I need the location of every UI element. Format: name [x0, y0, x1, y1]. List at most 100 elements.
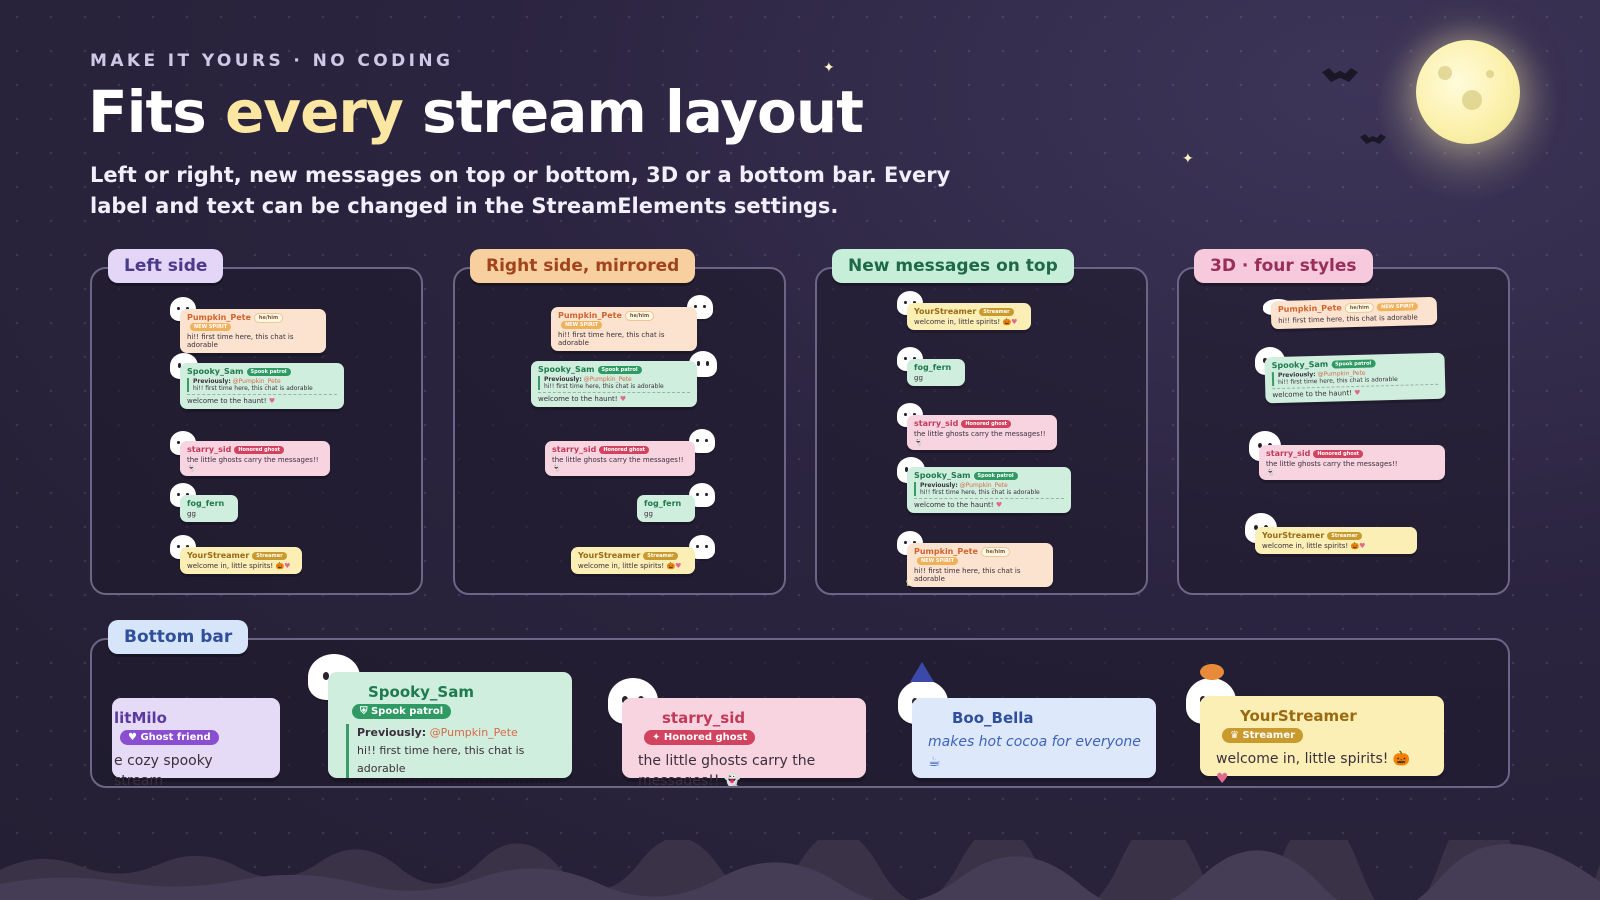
message-text: hi!! first time here, this chat is adora…	[914, 567, 1021, 583]
username: fog_fern	[914, 363, 952, 372]
witch-hat-icon	[910, 662, 934, 682]
role-badge: Streamer	[252, 552, 287, 560]
ground-hills	[0, 840, 1600, 900]
chat-message: starry_sid✦ Honored ghost the little gho…	[622, 698, 866, 786]
heart-icon: ♥	[675, 562, 682, 570]
ghost-emote-icon: 👻	[914, 438, 923, 446]
page-subtitle: Left or right, new messages on top or bo…	[90, 163, 951, 218]
moon-icon	[1416, 40, 1520, 144]
message-text: makes hot cocoa for everyone	[928, 734, 1141, 750]
username: litMilo	[114, 709, 167, 727]
username: starry_sid	[552, 445, 597, 454]
username: starry_sid	[1266, 449, 1311, 458]
message-text: welcome to the haunt!	[538, 395, 618, 403]
role-badge: ✦ Honored ghost	[644, 730, 756, 745]
heart-icon: ♥	[1359, 542, 1366, 550]
pumpkin-icon: 🎃	[275, 562, 285, 570]
role-badge: Spook patrol	[973, 472, 1018, 480]
reply-mention: @Pumpkin_Pete	[429, 726, 518, 739]
role-badge: ♥ Ghost friend	[120, 730, 219, 745]
role-badge: NEW SPIRIT	[1376, 302, 1419, 312]
username: Spooky_Sam	[187, 367, 244, 376]
message-text: the little ghosts carry the messages!!	[187, 456, 319, 464]
username: YourStreamer	[1262, 531, 1325, 540]
tab-3d-styles: 3D · four styles	[1194, 249, 1373, 283]
title-pre: Fits	[88, 78, 225, 146]
shield-icon: ⛨	[360, 706, 368, 717]
role-badge: Spook patrol	[1331, 359, 1376, 369]
heart-icon: ♥	[1354, 388, 1361, 398]
role-badge: NEW SPIRIT	[917, 557, 959, 565]
chat-message: YourStreamer♛ Streamer welcome in, littl…	[1200, 696, 1444, 786]
heart-icon: ♥	[1011, 318, 1018, 326]
reply-label: Previously:	[920, 482, 958, 489]
ghost-emote-icon: 👻	[552, 464, 561, 472]
pumpkin-icon: 🎃	[1392, 751, 1411, 767]
message-text: hi!! first time here, this chat is adora…	[187, 333, 294, 349]
pumpkin-icon: 🎃	[666, 562, 676, 570]
role-badge: Streamer	[979, 308, 1014, 316]
username: YourStreamer	[187, 551, 250, 560]
role-badge: Honored ghost	[599, 446, 650, 454]
role-badge: ⛨ Spook patrol	[352, 704, 452, 719]
message-text: hi!! first time here, this chat is adora…	[1278, 313, 1418, 325]
reply-text: hi!! first time here, this chat is adora…	[357, 744, 525, 775]
chat-message: Spooky_Sam ⛨ Spook patrol Previously: @Pu…	[328, 672, 572, 783]
pronoun-badge: he/him	[980, 547, 1011, 557]
reply-text: hi!! first time here, this chat is adora…	[193, 385, 313, 392]
message-text: gg	[914, 374, 923, 382]
username: starry_sid	[914, 419, 959, 428]
heart-icon: ♥	[268, 397, 276, 405]
chat-message: Boo_Bella makes hot cocoa for everyone☕	[912, 698, 1156, 778]
role-badge: NEW SPIRIT	[190, 323, 232, 331]
username: Pumpkin_Pete	[558, 311, 622, 320]
title-post: stream layout	[402, 78, 864, 146]
message-text: gg	[644, 510, 653, 518]
username: Spooky_Sam	[368, 683, 474, 701]
reply-label: Previously:	[193, 378, 231, 385]
role-badge: Spook patrol	[597, 366, 642, 374]
chat-message: fog_fern gg	[637, 495, 695, 522]
pronoun-badge: he/him	[624, 311, 655, 321]
role-badge: Honored ghost	[961, 420, 1012, 428]
panel-bottom-bar: litMilo♥ Ghost friend e cozy spooky stre…	[90, 638, 1510, 788]
reply-mention: @Pumpkin_Pete	[959, 482, 1008, 489]
pronoun-badge: he/him	[1344, 302, 1375, 314]
username: starry_sid	[662, 709, 746, 727]
tab-bottom-bar: Bottom bar	[108, 620, 249, 654]
message-text: gg	[187, 510, 196, 518]
username: Boo_Bella	[952, 709, 1034, 727]
role-badge: Honored ghost	[234, 446, 285, 454]
message-text: welcome to the haunt!	[914, 501, 994, 509]
title-highlight: every	[224, 78, 404, 146]
ghost-emote-icon: 👻	[1266, 468, 1275, 476]
sparkle-icon: ✦	[823, 60, 835, 76]
message-text: welcome to the haunt!	[1272, 389, 1353, 400]
heart-icon: ♥	[128, 732, 137, 743]
chat-message: litMilo♥ Ghost friend e cozy spooky stre…	[112, 698, 280, 786]
role-badge: ♛ Streamer	[1222, 728, 1304, 743]
pumpkin-hat-icon	[1200, 664, 1224, 680]
sparkle-icon: ✦	[1182, 151, 1194, 167]
username: Pumpkin_Pete	[1277, 303, 1342, 314]
section-kicker: MAKE IT YOURS · NO CODING	[90, 51, 454, 71]
tab-new-on-top: New messages on top	[832, 249, 1074, 283]
bat-icon	[1360, 134, 1386, 144]
